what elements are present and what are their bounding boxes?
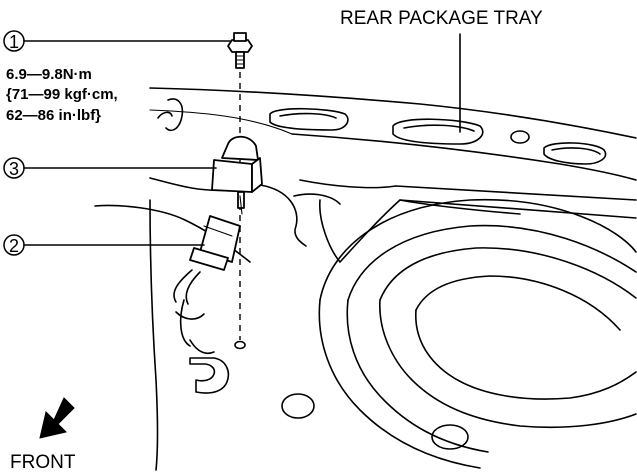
- tray-hole: [269, 107, 349, 131]
- tray-small-hole: [510, 130, 530, 144]
- connector-bracket: [211, 135, 263, 215]
- callout-2: 2: [3, 234, 205, 256]
- callout-3: 3: [3, 157, 217, 179]
- torque-line-1: 6.9—9.8N·m: [6, 66, 92, 83]
- callout-1: 1: [3, 30, 231, 52]
- callout-3-number: 3: [9, 159, 19, 179]
- bolt-hole: [234, 340, 246, 350]
- callout-1-number: 1: [9, 32, 19, 52]
- callout-2-number: 2: [9, 236, 19, 256]
- speaker-well: [281, 198, 637, 469]
- torque-line-3: 62—86 in·lbf}: [6, 107, 101, 124]
- tray-hole: [392, 118, 484, 145]
- tray-hole: [543, 142, 607, 165]
- torque-line-2: {71—99 kgf·cm,: [6, 86, 118, 103]
- rear-package-tray-label: REAR PACKAGE TRAY: [340, 8, 543, 29]
- connector: [189, 215, 241, 271]
- rear-package-tray: [149, 87, 637, 181]
- front-arrow-icon: [39, 397, 75, 439]
- body-panel: [94, 177, 637, 471]
- bolt: [227, 32, 253, 69]
- front-label: FRONT: [10, 452, 76, 473]
